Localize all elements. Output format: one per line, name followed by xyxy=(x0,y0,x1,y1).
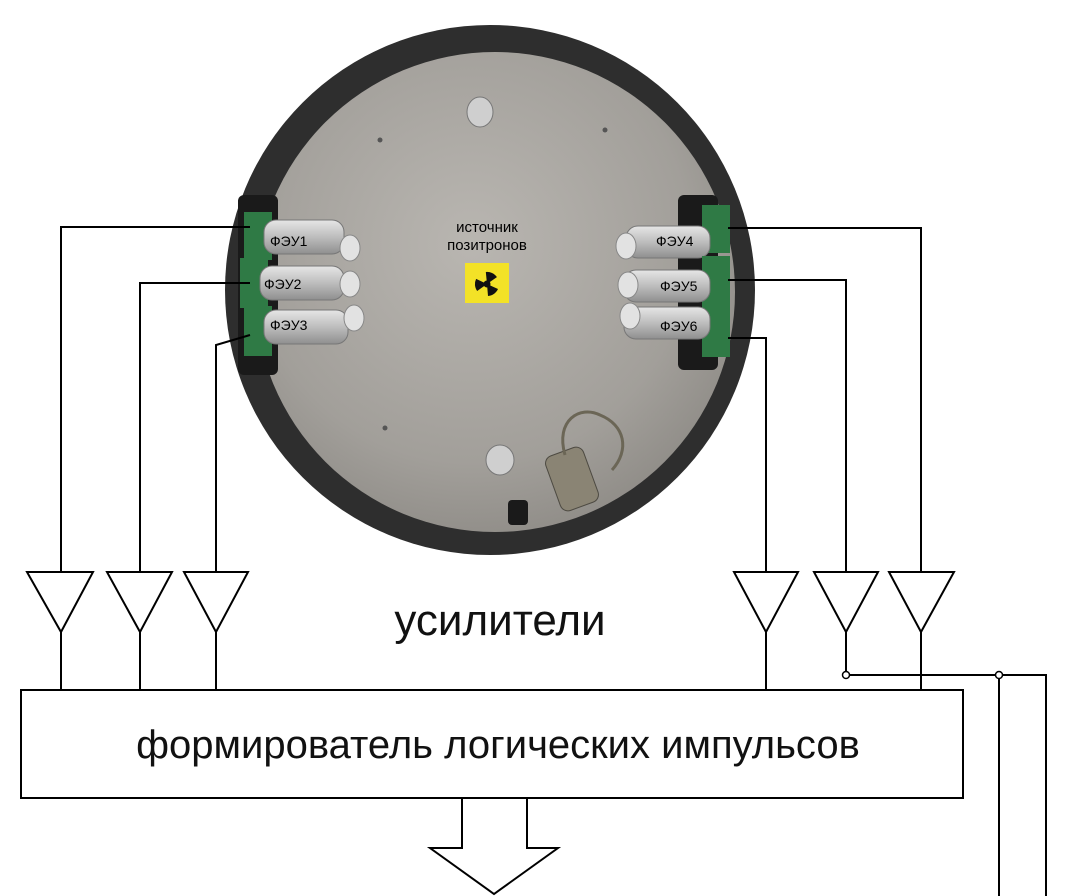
screw-hole xyxy=(602,127,608,133)
wire-pmt2 xyxy=(139,282,250,572)
source-label-line2: позитронов xyxy=(447,237,527,254)
junction-dot xyxy=(994,670,1004,680)
logic-former-block xyxy=(20,689,964,799)
pmt-6 xyxy=(619,302,730,357)
pmt-label-4: ФЭУ4 xyxy=(656,233,694,249)
pmt-window xyxy=(343,304,365,332)
radiation-icon xyxy=(465,263,509,303)
pmt-label-5: ФЭУ5 xyxy=(660,278,698,294)
screw-hole xyxy=(377,137,383,143)
pmt-window xyxy=(617,271,639,299)
pmt-label-3: ФЭУ3 xyxy=(270,317,308,333)
pmt-5 xyxy=(617,256,730,306)
pmt-3 xyxy=(244,304,365,356)
amplifier-5 xyxy=(812,571,880,635)
wire-pmt6 xyxy=(728,337,767,572)
pmt-label-6: ФЭУ6 xyxy=(660,318,698,334)
logic-former-label: формирователь логических импульсов xyxy=(136,723,860,767)
screw-hole xyxy=(382,425,388,431)
wiring xyxy=(60,226,1047,896)
output-arrow xyxy=(426,797,562,896)
wire-pmt5 xyxy=(728,279,847,572)
pmt-4 xyxy=(615,205,730,260)
amplifier-3 xyxy=(182,571,250,635)
bottom-clip xyxy=(508,500,528,525)
pmt-label-2: ФЭУ2 xyxy=(264,276,302,292)
amplifiers-label: усилители xyxy=(394,596,605,645)
pmt-window xyxy=(619,302,641,330)
wire-pmt3 xyxy=(215,334,251,572)
wire-bus-outer xyxy=(846,674,1047,896)
amplifier-2 xyxy=(105,571,174,635)
amplifier-1 xyxy=(25,571,95,635)
bolt xyxy=(466,96,494,128)
bolt xyxy=(485,444,515,476)
pmt-label-1: ФЭУ1 xyxy=(270,233,308,249)
pmt-2 xyxy=(240,258,361,308)
pmt-group-right xyxy=(615,205,730,357)
source-label-line1: источник xyxy=(456,219,518,236)
amplifier-6 xyxy=(732,571,800,635)
wire-pmt4 xyxy=(728,227,922,572)
junction-dot xyxy=(841,670,851,680)
pmt-window xyxy=(339,234,361,262)
wire-pmt1 xyxy=(60,226,250,572)
pmt-group-left xyxy=(240,212,365,356)
pmt-1 xyxy=(244,212,361,262)
amplifier-4 xyxy=(887,571,956,635)
amplifiers xyxy=(25,571,956,635)
cable-connector xyxy=(545,410,625,512)
pmt-window xyxy=(339,270,361,298)
pmt-window xyxy=(615,232,637,260)
